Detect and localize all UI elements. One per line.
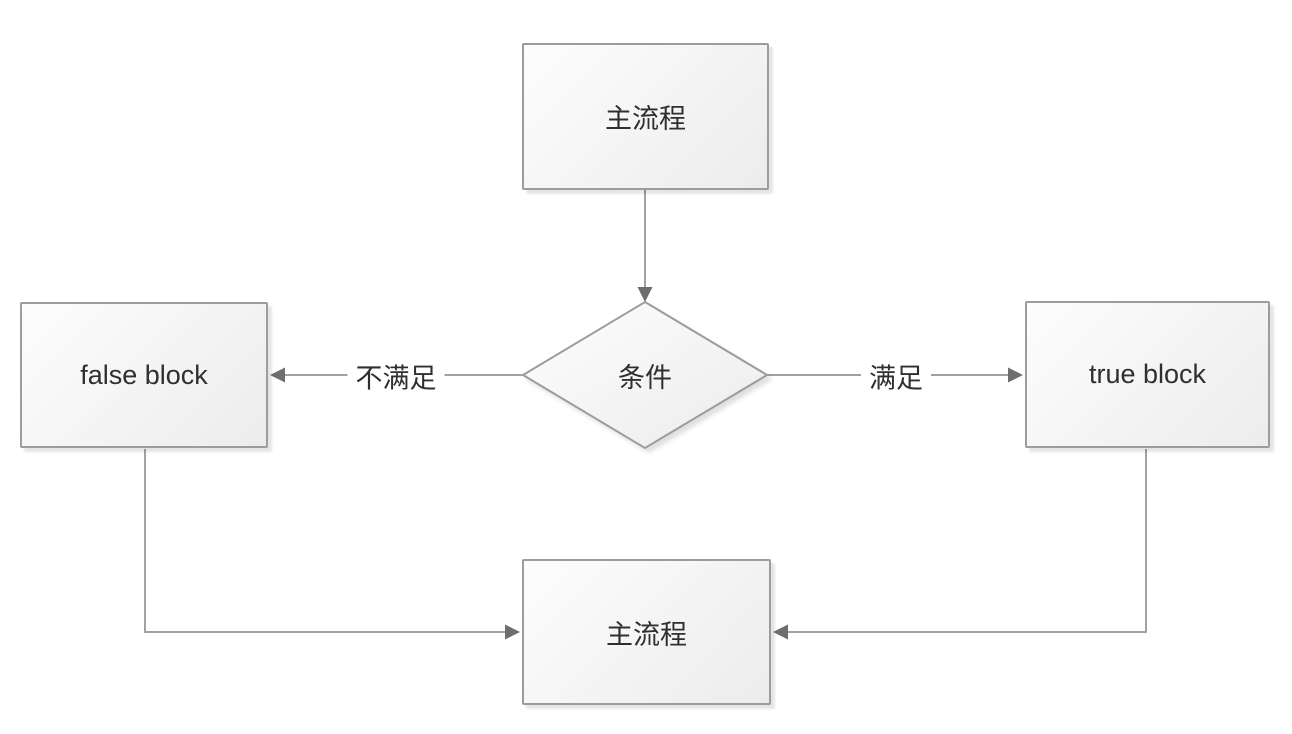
- node-condition-label: 条件: [618, 362, 672, 393]
- node-main-process-top-label: 主流程: [605, 104, 686, 134]
- arrowhead-down-condition: [637, 287, 653, 302]
- edge-label-satisfied: 满足: [861, 356, 931, 396]
- node-false-block[interactable]: false block: [20, 302, 268, 448]
- node-condition[interactable]: 条件: [523, 302, 767, 448]
- edge-true-to-bottom: [788, 449, 1147, 633]
- node-true-block-label: true block: [1088, 359, 1207, 389]
- edge-false-to-bottom: [144, 449, 505, 633]
- node-main-process-top[interactable]: 主流程: [522, 43, 769, 190]
- edge-label-not-satisfied: 不满足: [347, 356, 445, 396]
- arrowhead-right-true-block: [1008, 367, 1023, 383]
- node-false-block-label: false block: [80, 359, 208, 390]
- node-main-process-bottom[interactable]: 主流程: [522, 559, 771, 705]
- arrowhead-left-false-block: [270, 367, 285, 383]
- node-true-block[interactable]: true block: [1025, 301, 1270, 448]
- node-main-process-bottom-label: 主流程: [606, 619, 687, 650]
- condition-diamond-shape: [521, 300, 769, 450]
- arrowhead-left-bottom-box: [773, 624, 788, 640]
- arrowhead-right-bottom-box: [505, 624, 520, 640]
